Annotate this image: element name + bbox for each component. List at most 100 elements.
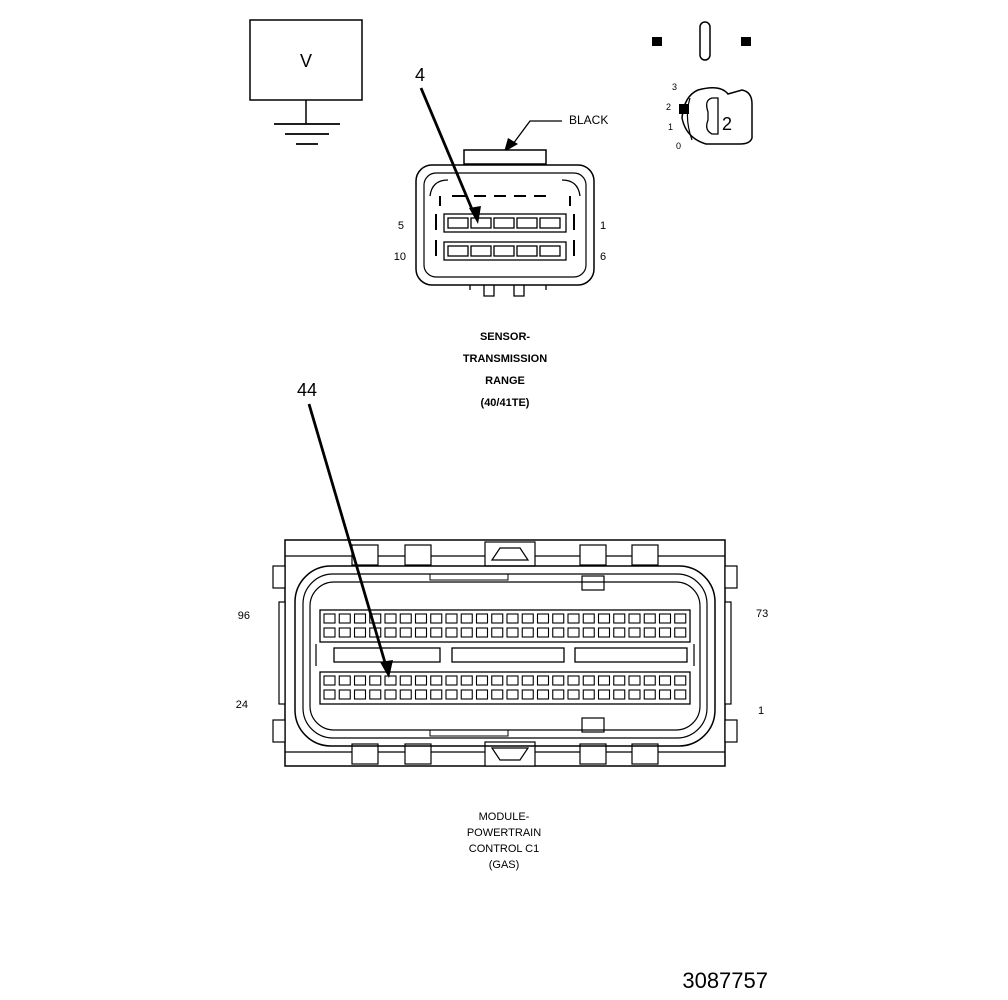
pin-cavity <box>582 675 595 686</box>
pin-label-10: 10 <box>394 251 406 263</box>
sensor-connector: BLACK <box>394 65 609 409</box>
pin-cavity <box>597 675 611 686</box>
pin-cavity <box>643 627 656 638</box>
pcm-caption-line-2: POWERTRAIN <box>467 827 541 839</box>
dial-scale-3: 3 <box>672 82 677 92</box>
pin-cavity <box>460 627 473 638</box>
pin-cavity <box>414 627 428 638</box>
pin-cavity <box>506 613 519 624</box>
pin-cavity <box>399 627 412 638</box>
pin-cavity <box>567 627 580 638</box>
pin-cavity <box>597 689 611 700</box>
pin-cavity <box>445 613 458 624</box>
multimeter-dial-icon: 3 2 1 0 2 <box>652 21 753 151</box>
pcm-caption-line-3: CONTROL C1 <box>469 843 540 855</box>
pin-cavity <box>414 613 428 624</box>
pin-cavity <box>338 627 351 638</box>
pin-cavity <box>506 689 519 700</box>
pin-cavity <box>506 627 519 638</box>
pin-cavity <box>491 689 504 700</box>
pin-cavity <box>552 675 565 686</box>
callout-pin-44: 44 <box>297 380 317 400</box>
pin-cavity <box>475 675 489 686</box>
pin-cavity <box>491 613 504 624</box>
voltmeter-label: V <box>300 51 312 71</box>
pcm-caption-line-4: (GAS) <box>489 859 520 871</box>
pin-cavity <box>536 627 550 638</box>
dial-scale-1: 1 <box>668 122 673 132</box>
pin-cavity <box>338 689 351 700</box>
pin-label-1: 1 <box>600 220 606 232</box>
pin-cavity <box>567 675 580 686</box>
pin-cavity <box>582 689 595 700</box>
pin-cavity <box>674 675 687 686</box>
pin-cavity <box>399 613 412 624</box>
pin-cavity <box>521 627 534 638</box>
dial-scale-0: 0 <box>676 141 681 151</box>
pin-cavity <box>353 675 367 686</box>
pin-label-5: 5 <box>398 220 404 232</box>
pin-cavity <box>323 627 336 638</box>
pin-cavity <box>552 627 565 638</box>
pin-cavity <box>567 613 580 624</box>
pin-cavity <box>323 675 336 686</box>
pin-cavity <box>536 613 550 624</box>
pin-cavity <box>323 613 336 624</box>
pin-cavity <box>384 613 397 624</box>
pin-cavity <box>399 689 412 700</box>
sensor-caption-line-4: (40/41TE) <box>481 397 530 409</box>
pin-cavity <box>460 613 473 624</box>
pin-cavity <box>460 689 473 700</box>
pin-cavity <box>597 627 611 638</box>
sensor-caption-line-3: RANGE <box>485 375 525 387</box>
pin-cavity <box>552 689 565 700</box>
pcm-connector: 96 73 24 1 44 MODULE- POWERTRAIN CONTROL… <box>236 380 769 871</box>
pin-cavity <box>491 675 504 686</box>
pin-cavity <box>369 613 382 624</box>
pin-cavity <box>399 675 412 686</box>
pin-cavity <box>353 689 367 700</box>
pin-cavity <box>536 689 550 700</box>
pin-cavity <box>658 613 672 624</box>
pin-cavity <box>658 627 672 638</box>
pin-label-73: 73 <box>756 608 768 620</box>
pin-cavity <box>460 675 473 686</box>
pin-cavity <box>384 689 397 700</box>
pin-cavity <box>445 675 458 686</box>
figure-number: 3087757 <box>682 968 768 993</box>
pin-label-96: 96 <box>238 610 250 622</box>
pin-cavity <box>567 689 580 700</box>
pin-cavity <box>445 689 458 700</box>
pin-cavity <box>445 627 458 638</box>
pin-cavity <box>582 627 595 638</box>
pin-cavity <box>674 689 687 700</box>
pin-cavity <box>552 613 565 624</box>
pin-cavity <box>430 689 443 700</box>
pin-cavity <box>613 689 626 700</box>
pin-cavity <box>628 613 641 624</box>
pin-cavity <box>475 627 489 638</box>
pin-cavity <box>369 689 382 700</box>
voltmeter-symbol: V <box>249 19 363 145</box>
pin-cavity <box>521 689 534 700</box>
pin-cavity <box>658 675 672 686</box>
pin-label-1-pcm: 1 <box>758 705 764 717</box>
pin-cavity <box>643 613 656 624</box>
pin-cavity <box>628 627 641 638</box>
pin-cavity <box>613 613 626 624</box>
pin-cavity <box>338 675 351 686</box>
pin-cavity <box>430 613 443 624</box>
sensor-caption-line-1: SENSOR- <box>480 331 530 343</box>
pin-cavity <box>628 689 641 700</box>
pin-cavity <box>536 675 550 686</box>
pin-cavity <box>323 689 336 700</box>
pin-cavity <box>628 675 641 686</box>
dial-position-label: 2 <box>722 114 732 134</box>
pin-cavity <box>430 675 443 686</box>
pin-cavity <box>353 627 367 638</box>
pin-cavity <box>475 689 489 700</box>
callout-pin-4: 4 <box>415 65 425 85</box>
pin-cavity <box>613 675 626 686</box>
pin-cavity <box>338 613 351 624</box>
